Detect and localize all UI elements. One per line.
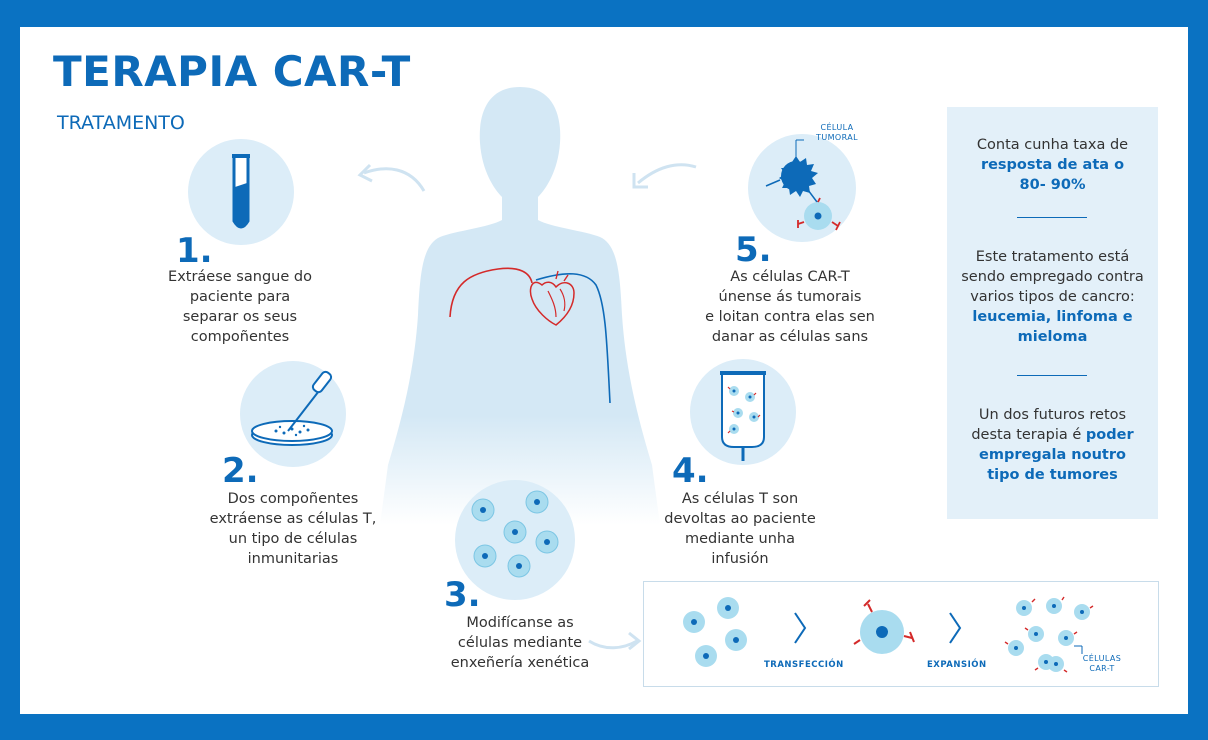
expanded-cells-icon	[1004, 596, 1094, 673]
body-silhouette	[380, 87, 660, 525]
step-4-circle	[690, 359, 796, 465]
cells-icon	[471, 490, 559, 578]
heart-icon	[529, 270, 575, 326]
divider	[1017, 217, 1087, 218]
page-subtitle: TRATAMENTO	[57, 112, 185, 134]
test-tube-icon	[232, 154, 250, 229]
car-t-cell-icon	[853, 599, 915, 654]
step-3-circle	[455, 480, 575, 600]
transfection-label: TRANSFECCIÓN	[764, 660, 844, 670]
arrow-left-icon-2	[632, 163, 697, 189]
divider-2	[1017, 375, 1087, 376]
step-1-number: 1.	[176, 231, 213, 271]
info-fact-2: Este tratamento está sendo empregado con…	[961, 249, 1144, 345]
tumor-cell-label: CÉLULA TUMORAL	[816, 123, 858, 142]
t-cells-icon	[683, 597, 747, 667]
chevron-right-icon-2	[949, 612, 962, 644]
step-2-text: Dos compoñentes extráense as células T, …	[209, 491, 377, 567]
car-t-label: CÉLULAS CAR-T	[1082, 654, 1122, 673]
process-strip: TRANSFECCIÓN EXPANSIÓN	[643, 581, 1159, 687]
step-5-text: As células CAR-T únense ás tumorais e lo…	[705, 269, 875, 345]
tumor-cell-icon	[765, 139, 841, 231]
expansion-label: EXPANSIÓN	[927, 660, 987, 670]
step-4-text: As células T son devoltas ao paciente me…	[664, 491, 816, 567]
step-1-circle	[188, 139, 294, 245]
infographic-panel: TERAPIA CAR-T TRATAMENTO	[20, 27, 1188, 714]
step-2-circle	[240, 361, 346, 467]
arrow-right-icon	[588, 631, 642, 651]
step-4-number: 4.	[672, 451, 709, 491]
step-2-number: 2.	[222, 451, 259, 491]
step-3-text: Modifícanse as células mediante enxeñerí…	[450, 615, 590, 671]
info-box: Conta cunha taxa de resposta de ata o 80…	[947, 107, 1158, 519]
step-3-number: 3.	[444, 575, 481, 615]
infusion-bag-icon	[720, 371, 766, 461]
step-5-circle	[748, 134, 856, 242]
step-5-number: 5.	[735, 230, 772, 270]
petri-dish-icon	[251, 370, 333, 446]
info-fact-1: Conta cunha taxa de resposta de ata o 80…	[976, 137, 1129, 193]
arrow-left-icon	[357, 163, 426, 192]
step-1-text: Extráese sangue do paciente para separar…	[168, 269, 312, 345]
chevron-right-icon	[794, 612, 807, 644]
info-fact-3: Un dos futuros retos desta terapia é pod…	[971, 407, 1134, 483]
page-title: TERAPIA CAR-T	[53, 47, 411, 96]
